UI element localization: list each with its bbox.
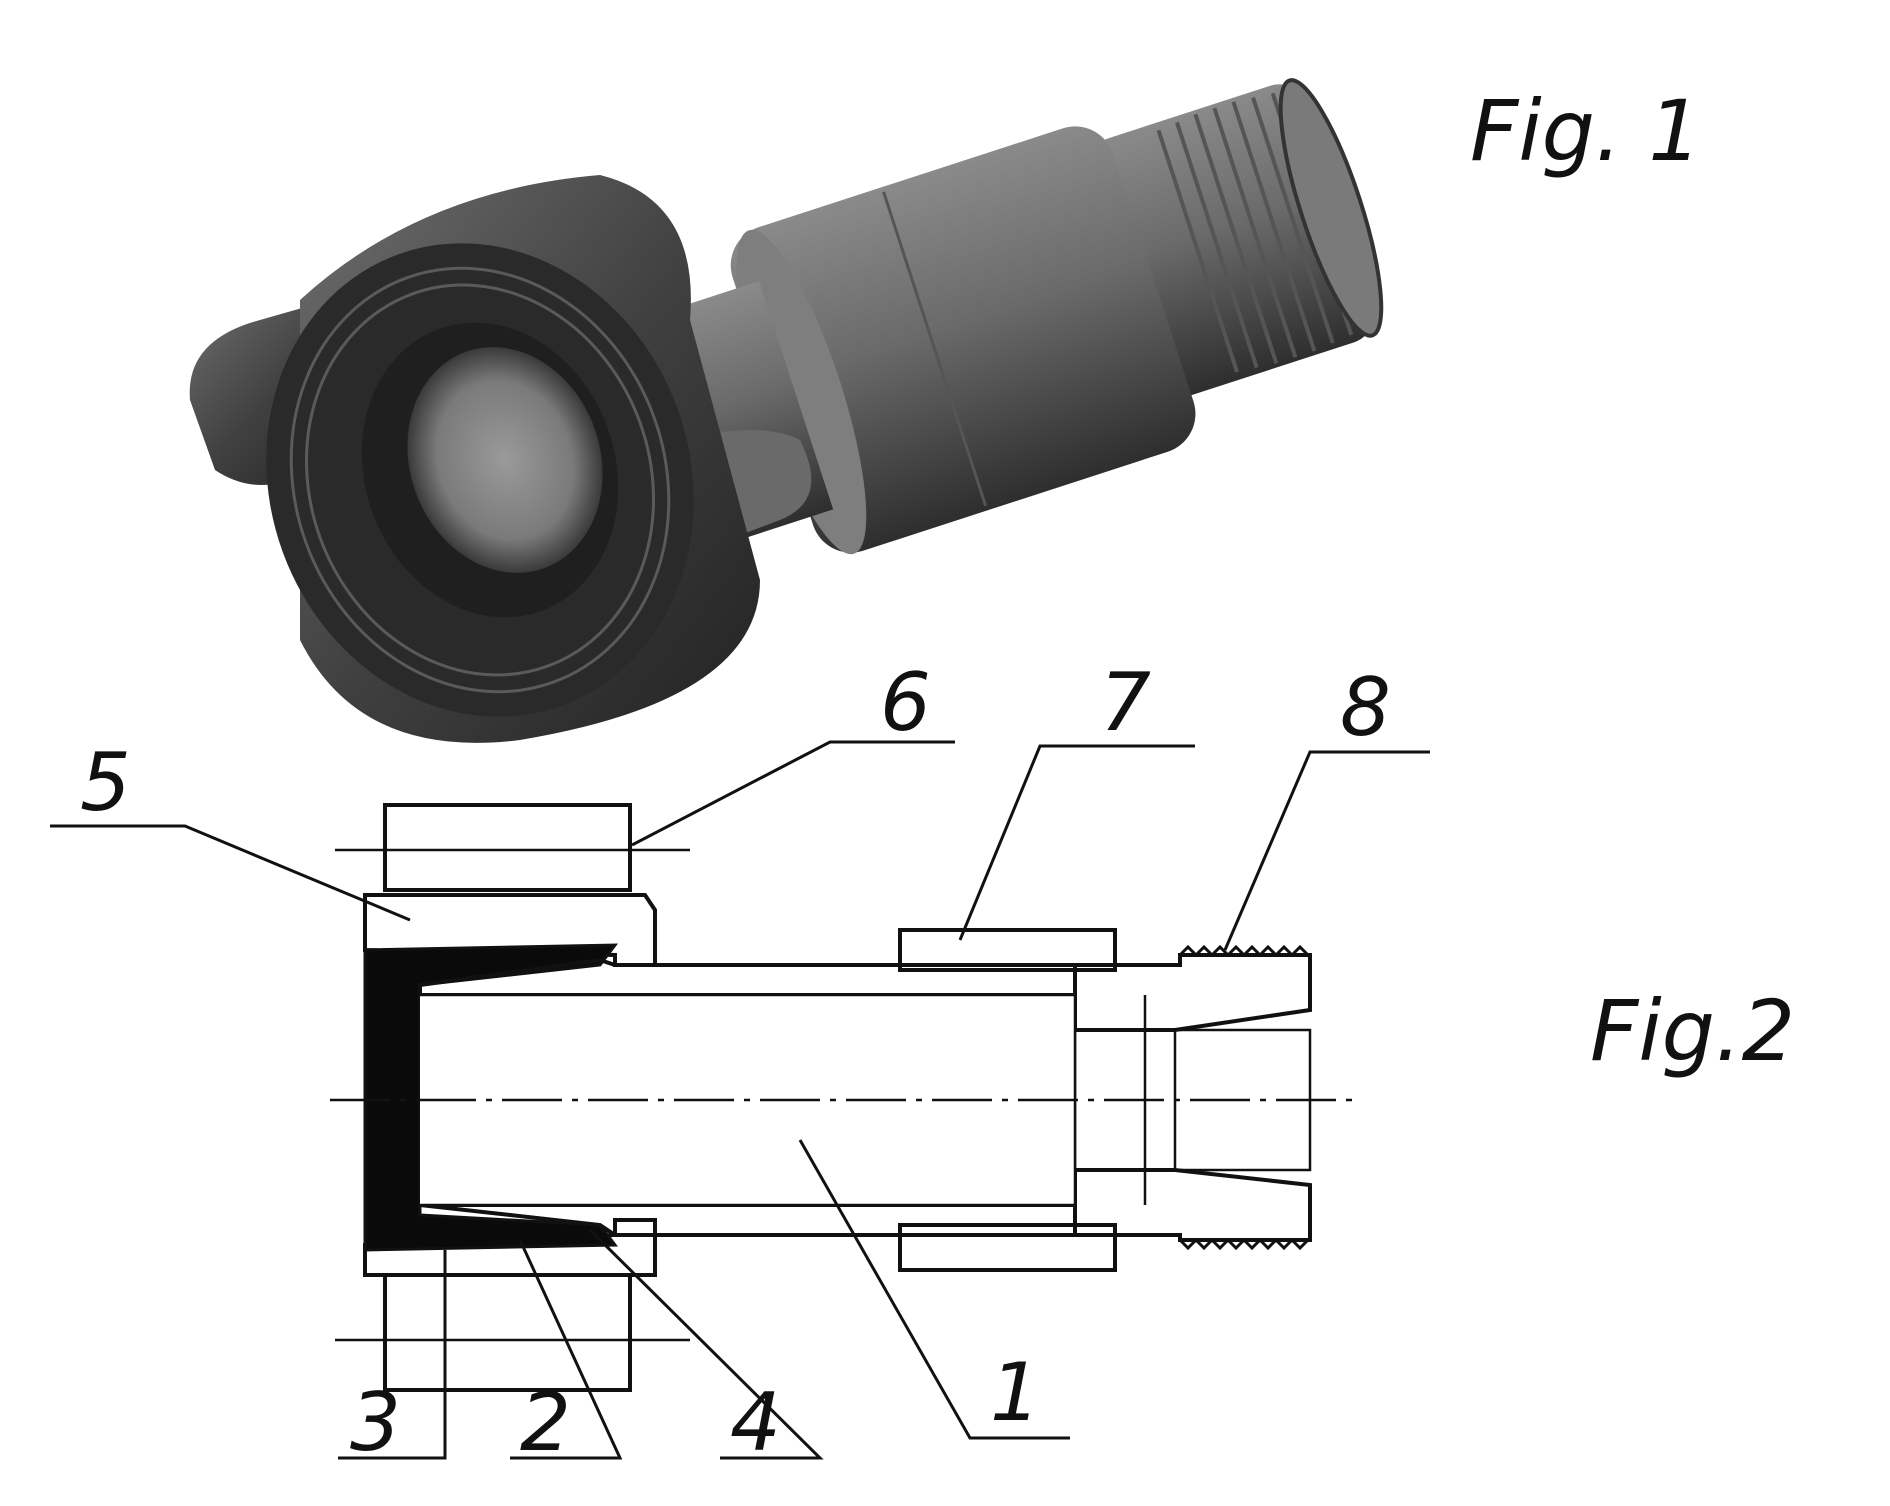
knurled-ring-bottom: [385, 1275, 630, 1390]
fig1-label: Fig. 1: [1470, 82, 1702, 180]
callout-5: 5: [80, 736, 131, 829]
male-end-lower: [1075, 1170, 1310, 1240]
sleeve-bottom: [900, 1225, 1115, 1270]
male-end-upper: [1075, 955, 1310, 1030]
callout-3: 3: [350, 1376, 401, 1469]
fig1-fitting-render: [190, 70, 1402, 777]
callout-2: 2: [520, 1376, 571, 1469]
callout-8: 8: [1340, 661, 1391, 754]
callout-4: 4: [730, 1376, 781, 1469]
callout-1: 1: [990, 1346, 1041, 1439]
fig2-label: Fig.2: [1590, 982, 1795, 1080]
fig2-cross-section: [330, 805, 1360, 1390]
fig1-union-nut: [190, 175, 812, 777]
thread-crests: [1180, 947, 1308, 1248]
callout-6: 6: [880, 656, 931, 749]
callout-7: 7: [1100, 656, 1151, 749]
knurled-ring-top: [385, 805, 630, 890]
